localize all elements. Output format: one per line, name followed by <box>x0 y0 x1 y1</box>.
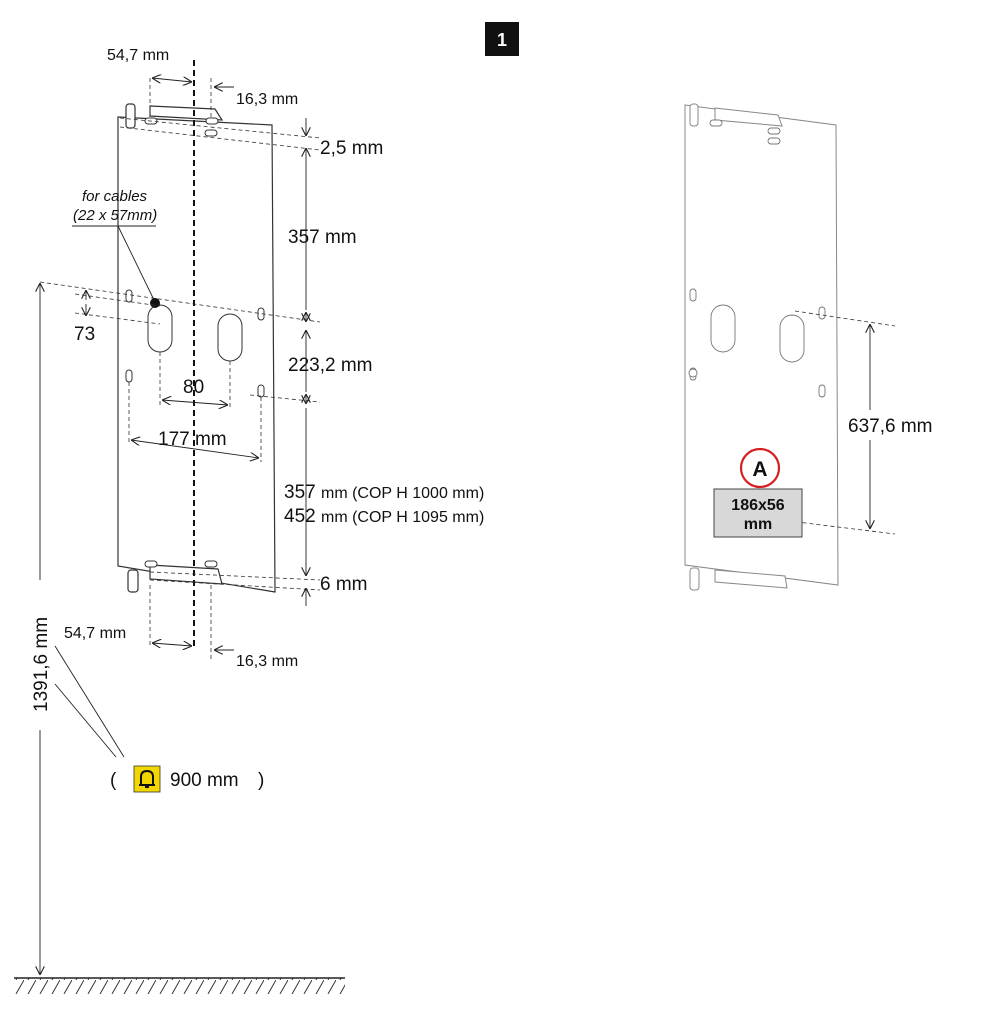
lower-span-1-value: 357 <box>284 482 316 503</box>
lower-span-2-value: 452 <box>284 506 316 527</box>
top-left-offset-label: 54,7 mm <box>107 47 169 64</box>
cable-note: for cables (22 x 57mm) <box>72 188 160 308</box>
marker-a <box>739 447 781 489</box>
plate-outline-right <box>684 104 839 586</box>
cable-note-line2: (22 x 57mm) <box>73 207 157 224</box>
right-dimension-label: 637,6 mm <box>848 416 932 437</box>
bottom-left-offset-label: 54,7 mm <box>64 625 126 642</box>
top-pin <box>125 103 136 129</box>
alarm-open-paren: ( <box>110 770 117 791</box>
label-area <box>713 488 803 538</box>
cable-entry-dot <box>150 298 160 308</box>
marker-a-label: A <box>752 458 767 481</box>
total-height-dim: 1391,6 mm <box>31 283 125 975</box>
top-offset-dims: 54,7 mm 16,3 mm <box>107 47 298 108</box>
alarm-height: ( 900 mm ) <box>110 765 264 793</box>
bottom-right-offset-label: 16,3 mm <box>236 653 298 670</box>
vertical-dim-chain: 2,5 mm 357 mm 223,2 mm 357 mm (COP H 100… <box>39 117 484 606</box>
bottom-pin <box>127 569 139 593</box>
total-height-label: 1391,6 mm <box>31 617 52 712</box>
alarm-close-paren: ) <box>258 770 264 791</box>
svg-text:357 mm (COP H 1000 mm): 357 mm (COP H 1000 mm) <box>284 482 484 503</box>
hole-offset-label: 73 <box>74 324 95 345</box>
top-bracket <box>149 105 224 121</box>
bell-icon <box>133 765 161 793</box>
top-gap-label: 2,5 mm <box>320 138 383 159</box>
bottom-offset-dims: 54,7 mm 16,3 mm <box>64 625 298 670</box>
svg-text:452 mm (COP H 1095 mm): 452 mm (COP H 1095 mm) <box>284 506 484 527</box>
left-mounting-plate <box>117 60 276 660</box>
middle-span-label: 223,2 mm <box>288 355 372 376</box>
label-position-marker: A 186x56 mm <box>713 447 803 538</box>
hole-spacing-dim: 177 mm <box>128 382 262 462</box>
upper-span-label: 357 mm <box>288 227 357 248</box>
plate-outline <box>117 116 276 593</box>
right-height-dim: 637,6 mm <box>739 310 932 535</box>
alarm-height-label: 900 mm <box>170 770 239 791</box>
lower-span-2-note: mm (COP H 1095 mm) <box>321 509 484 526</box>
hole-offset-dim: 73 <box>74 290 161 345</box>
hole-spacing-label: 177 mm <box>158 429 227 450</box>
step-badge: 1 <box>485 22 519 56</box>
slot-spacing-label: 80 <box>183 377 204 398</box>
bottom-gap-label: 6 mm <box>320 574 368 595</box>
label-size-line2: mm <box>744 516 772 533</box>
cable-slot-right <box>217 313 243 362</box>
cable-note-line1: for cables <box>82 188 148 205</box>
cable-slot-left <box>147 304 173 353</box>
right-mounting-plate <box>684 103 839 591</box>
slot-spacing-dim: 80 <box>159 352 231 410</box>
top-right-offset-label: 16,3 mm <box>236 91 298 108</box>
lower-span-1-note: mm (COP H 1000 mm) <box>321 485 484 502</box>
step-number: 1 <box>497 30 507 50</box>
label-size-line1: 186x56 <box>731 497 784 514</box>
floor <box>14 977 345 994</box>
